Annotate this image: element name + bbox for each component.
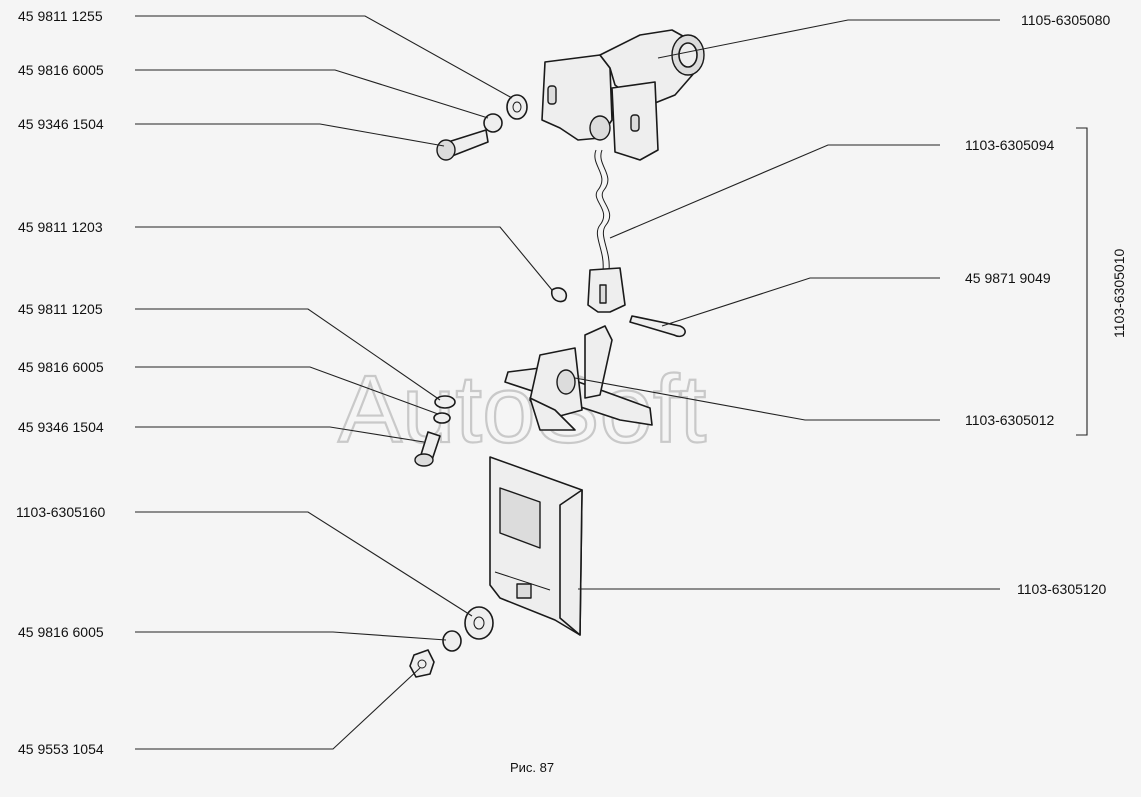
nut-bottom xyxy=(409,649,435,678)
label-part-r1: 1105-6305080 xyxy=(1021,12,1110,28)
label-part-r3: 45 9871 9049 xyxy=(965,270,1051,286)
label-part-5: 45 9811 1205 xyxy=(18,301,103,317)
washer-mid xyxy=(433,395,456,424)
label-part-r5: 1103-6305120 xyxy=(1017,581,1106,597)
washer-top-small xyxy=(483,113,503,133)
switch-assembly-top xyxy=(541,29,705,161)
washer-bottom-large xyxy=(464,606,494,640)
clevis-fork xyxy=(587,267,626,313)
figure-caption: Рис. 87 xyxy=(510,760,554,775)
link-rod xyxy=(594,149,611,271)
label-part-3: 45 9346 1504 xyxy=(18,116,104,132)
small-clip xyxy=(550,287,568,303)
label-part-6: 45 9816 6005 xyxy=(18,359,104,375)
label-part-8: 1103-6305160 xyxy=(16,504,105,520)
label-part-r2: 1103-6305094 xyxy=(965,137,1054,153)
label-part-1: 45 9811 1255 xyxy=(18,8,103,24)
screw-top xyxy=(436,129,489,161)
leader-lines xyxy=(135,15,1088,750)
label-part-9: 45 9816 6005 xyxy=(18,624,104,640)
washer-bottom-small xyxy=(442,630,462,652)
washer-top-large xyxy=(506,94,528,120)
switch-cover xyxy=(489,456,583,636)
cotter-pin xyxy=(629,315,686,338)
lever-bracket xyxy=(504,325,653,431)
label-assembly-bracket: 1103-6305010 xyxy=(1111,249,1127,338)
label-part-2: 45 9816 6005 xyxy=(18,62,104,78)
screw-mid xyxy=(414,431,441,467)
label-part-7: 45 9346 1504 xyxy=(18,419,104,435)
label-part-10: 45 9553 1054 xyxy=(18,741,104,757)
label-part-4: 45 9811 1203 xyxy=(18,219,103,235)
label-part-r4: 1103-6305012 xyxy=(965,412,1054,428)
